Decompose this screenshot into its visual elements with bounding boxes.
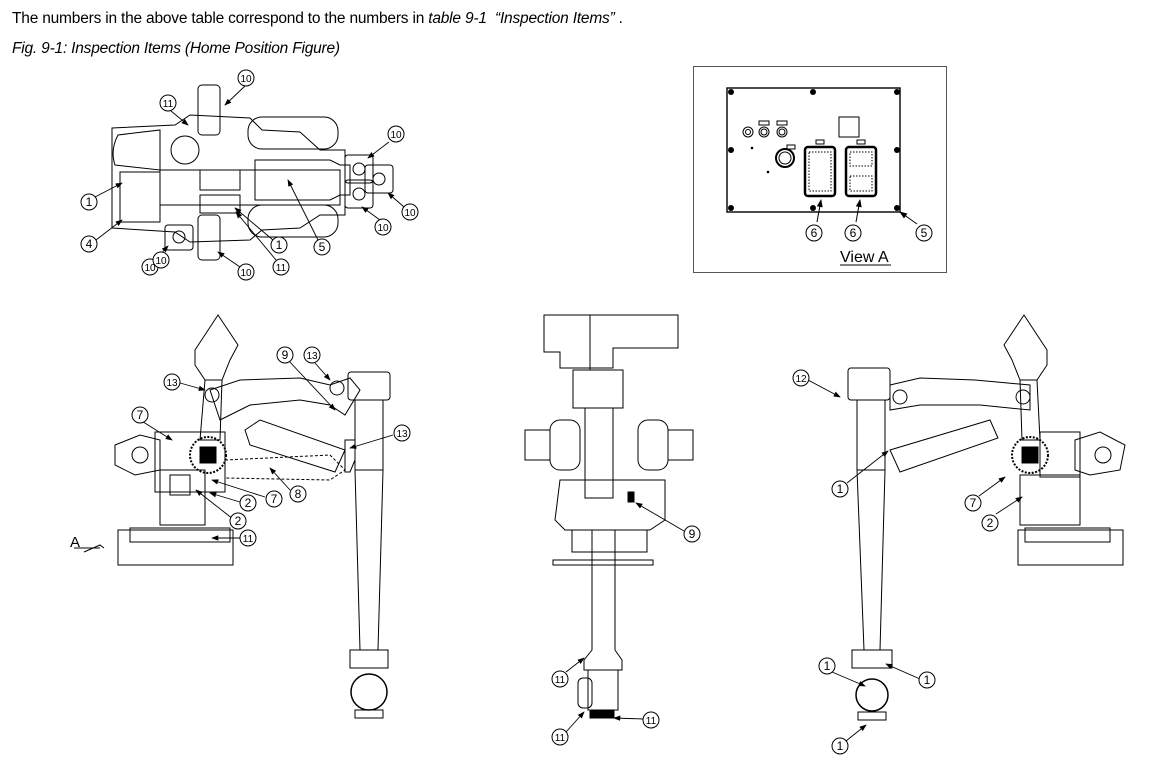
callout-11: 11: [551, 670, 569, 688]
callout-number: 2: [245, 496, 252, 510]
callout-5: 5: [915, 224, 933, 242]
callout-10: 10: [152, 251, 170, 269]
table-name: “Inspection Items”: [494, 10, 615, 27]
callout-number: 1: [924, 673, 931, 687]
callout-13: 13: [303, 346, 321, 364]
callout-number: 12: [795, 374, 807, 385]
intro-text: The numbers in the above table correspon…: [12, 10, 623, 28]
callout-1: 1: [270, 236, 288, 254]
callout-number: 1: [837, 482, 844, 496]
callout-2: 2: [981, 514, 999, 532]
view-a-title: View A: [840, 249, 889, 266]
front-view-drawing: [524, 314, 694, 719]
view-a-panel: [726, 87, 918, 266]
view-a-frame: [693, 66, 947, 273]
callout-1: 1: [80, 193, 98, 211]
callout-7: 7: [131, 406, 149, 424]
callout-number: 11: [555, 733, 566, 744]
callout-11: 11: [551, 728, 569, 746]
callout-13: 13: [393, 424, 411, 442]
callout-number: 13: [166, 378, 178, 389]
callout-number: 11: [555, 675, 566, 686]
callout-number: 8: [295, 487, 302, 501]
callout-number: 1: [824, 659, 831, 673]
callout-1: 1: [818, 657, 836, 675]
callout-number: 11: [646, 716, 657, 727]
callout-1: 1: [831, 480, 849, 498]
callout-2: 2: [239, 494, 257, 512]
callout-11: 11: [642, 711, 660, 729]
right-side-view-drawing: [847, 314, 1126, 721]
callout-number: 4: [86, 237, 93, 251]
callout-number: 5: [319, 240, 326, 254]
callout-number: 5: [921, 226, 928, 240]
callout-10: 10: [374, 218, 392, 236]
callout-number: 10: [390, 130, 402, 141]
callout-11: 11: [239, 529, 257, 547]
callout-1: 1: [918, 671, 936, 689]
callout-1: 1: [831, 737, 849, 755]
callout-6: 6: [844, 224, 862, 242]
callout-number: 9: [689, 527, 696, 541]
callout-number: 1: [276, 238, 283, 252]
callout-11: 11: [272, 258, 290, 276]
callout-number: 7: [271, 492, 278, 506]
figure-caption: Fig. 9-1: Inspection Items (Home Positio…: [12, 40, 340, 57]
callout-number: 11: [276, 263, 287, 274]
callout-11: 11: [159, 94, 177, 112]
callout-number: 9: [282, 348, 289, 362]
callout-13: 13: [163, 373, 181, 391]
callout-number: 2: [235, 514, 242, 528]
callout-number: 13: [396, 429, 408, 440]
callout-number: 7: [137, 408, 144, 422]
callout-number: 10: [155, 256, 167, 267]
callout-number: 6: [850, 226, 857, 240]
table-reference: table 9-1: [428, 10, 487, 27]
callout-number: 7: [970, 496, 977, 510]
callout-9: 9: [683, 525, 701, 543]
view-a-arrow-label: A: [70, 534, 80, 551]
callout-number: 11: [163, 99, 174, 110]
callout-9: 9: [276, 346, 294, 364]
callout-number: 1: [837, 739, 844, 753]
callout-2: 2: [229, 512, 247, 530]
callout-number: 2: [987, 516, 994, 530]
callout-number: 13: [306, 351, 318, 362]
callout-10: 10: [387, 125, 405, 143]
callout-12: 12: [792, 369, 810, 387]
callout-number: 10: [240, 268, 252, 279]
callout-number: 10: [240, 74, 252, 85]
callout-number: 6: [811, 226, 818, 240]
callout-5: 5: [313, 238, 331, 256]
top-view-drawing: [111, 84, 394, 261]
left-side-view-drawing: [74, 314, 391, 719]
intro-text-suffix: .: [614, 10, 623, 27]
callout-8: 8: [289, 485, 307, 503]
callout-7: 7: [265, 490, 283, 508]
callout-leaders: [94, 85, 1023, 742]
callout-7: 7: [964, 494, 982, 512]
callout-number: 11: [243, 534, 254, 545]
intro-text-prefix: The numbers in the above table correspon…: [12, 10, 429, 27]
callout-10: 10: [237, 69, 255, 87]
callout-6: 6: [805, 224, 823, 242]
callout-number: 10: [377, 223, 389, 234]
callout-number: 10: [144, 263, 156, 274]
callout-10: 10: [401, 203, 419, 221]
callout-number: 1: [86, 195, 93, 209]
callout-number: 10: [404, 208, 416, 219]
callout-4: 4: [80, 235, 98, 253]
callout-10: 10: [237, 263, 255, 281]
